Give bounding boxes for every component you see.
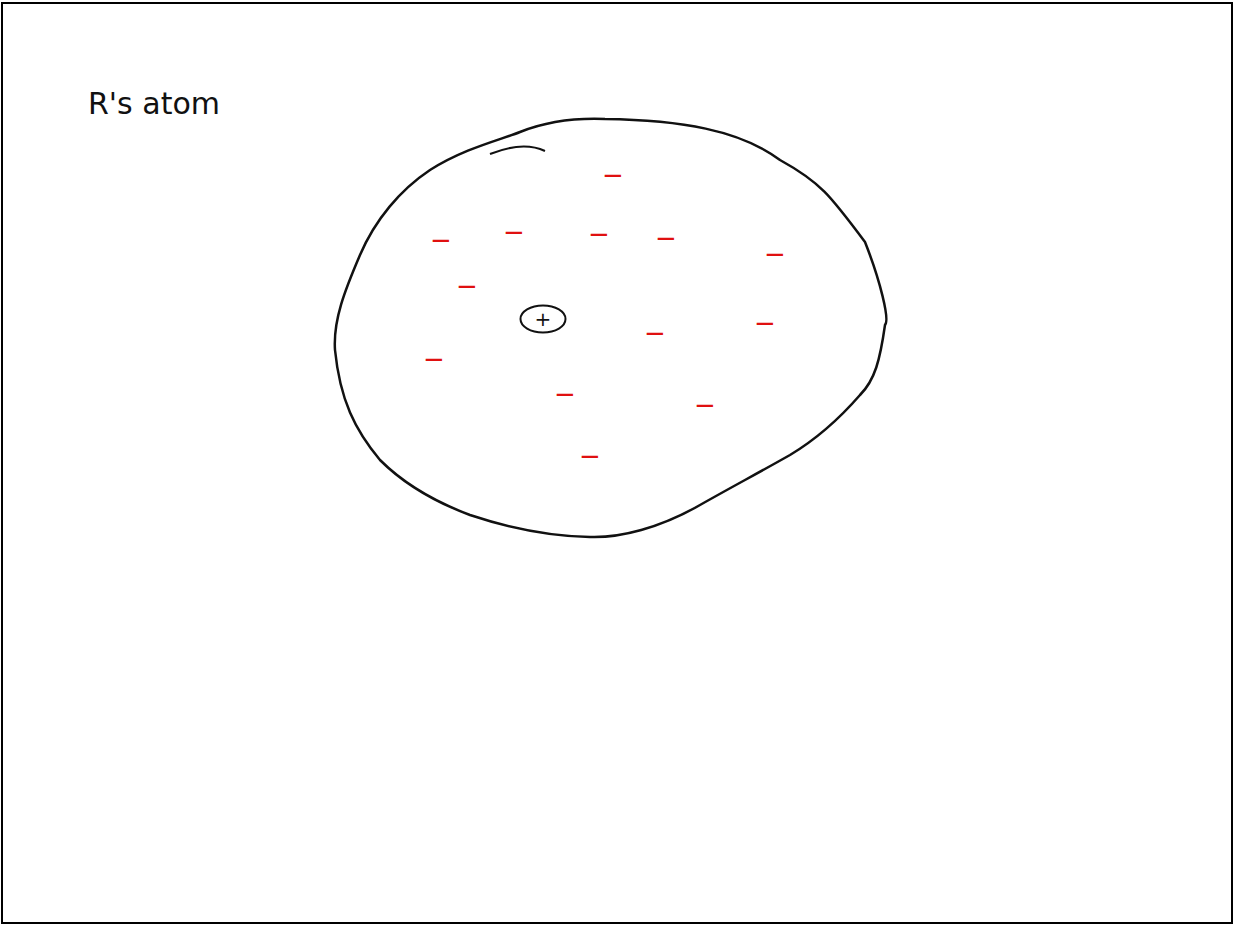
frame-border — [2, 3, 1232, 923]
electron-charge: − — [579, 443, 601, 469]
atom-outline — [335, 119, 887, 537]
electron-charge: − — [588, 221, 610, 247]
electron-charge: − — [456, 273, 478, 299]
electron-charge: − — [754, 310, 776, 336]
nucleus-circle: + — [519, 304, 567, 334]
electron-charge: − — [694, 392, 716, 418]
electron-charge: − — [423, 346, 445, 372]
handwritten-title: R's atom — [88, 86, 220, 121]
electron-charge: − — [602, 162, 624, 188]
electron-charge: − — [430, 227, 452, 253]
pen-stroke — [490, 147, 545, 154]
electron-charge: − — [503, 219, 525, 245]
electron-charge: − — [644, 320, 666, 346]
electron-charge: − — [764, 241, 786, 267]
charge-sign: + — [535, 309, 552, 329]
electron-charge: − — [655, 225, 677, 251]
electron-charge: − — [554, 381, 576, 407]
